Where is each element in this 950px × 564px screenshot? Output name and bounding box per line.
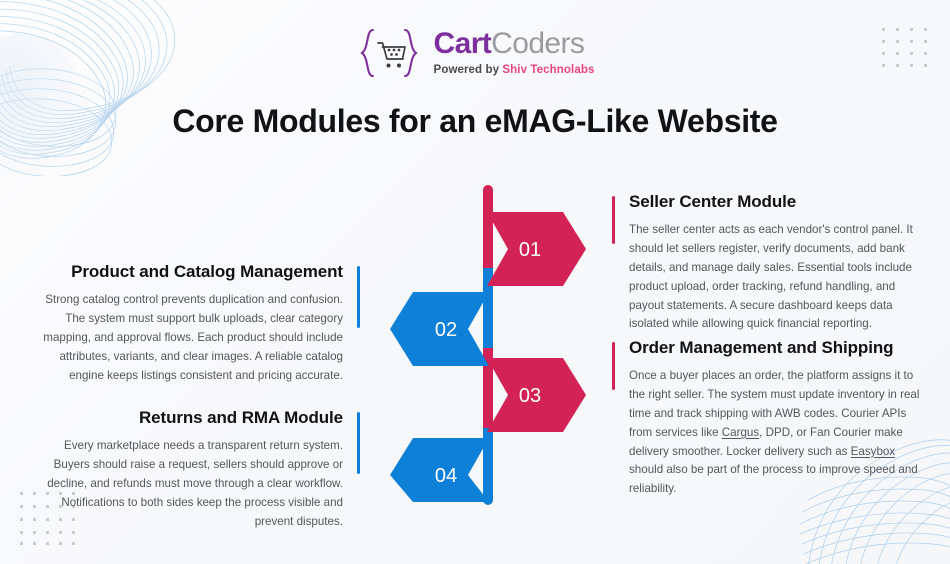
- brand-tagline: Powered by Shiv Technolabs: [434, 65, 595, 77]
- order-term-easybox: Easybox: [850, 444, 896, 458]
- brand-logo: CartCoders Powered by Shiv Technolabs: [0, 22, 950, 84]
- page-title: Core Modules for an eMAG-Like Website: [172, 103, 778, 139]
- module-heading-returns-rma: Returns and RMA Module: [139, 408, 343, 427]
- module-paragraph-seller-center: The seller center acts as each vendor's …: [629, 223, 913, 331]
- module-paragraph-returns-rma: Every marketplace needs a transparent re…: [47, 439, 343, 528]
- timeline-step-04: 04: [390, 438, 489, 502]
- timeline-step-01: 01: [487, 212, 586, 286]
- step-number-04: 04: [435, 465, 457, 487]
- order-text-middle: , DPD, or Fan Courier make delivery smoo…: [629, 425, 903, 458]
- timeline-spine: [483, 185, 493, 505]
- order-term-cargus: Cargus: [721, 425, 760, 439]
- tagline-brand: Shiv Technolabs: [502, 64, 595, 77]
- tagline-prefix: Powered by: [433, 64, 500, 77]
- accent-bar-crimson: [612, 196, 615, 244]
- brand-name-coders: Coders: [491, 27, 585, 61]
- brand-wordmark: CartCoders Powered by Shiv Technolabs: [434, 29, 595, 77]
- shopping-cart-icon: [359, 28, 418, 78]
- accent-bar-blue: [357, 412, 360, 474]
- order-text-after: should also be part of the process to im…: [629, 463, 918, 496]
- module-paragraph-order-management: Once a buyer places an order, the platfo…: [629, 367, 932, 498]
- step-number-02: 02: [435, 319, 457, 341]
- module-block-product-catalog: Product and Catalog Management Strong ca…: [38, 262, 360, 385]
- module-heading-seller-center: Seller Center Module: [629, 192, 797, 211]
- timeline-graphic: 01 02 03 04: [390, 185, 586, 505]
- order-text-before: Once a buyer places an order, the platfo…: [629, 369, 920, 439]
- brand-name-cart: Cart: [433, 27, 492, 61]
- module-paragraph-product-catalog: Strong catalog control prevents duplicat…: [43, 293, 343, 382]
- module-heading-product-catalog: Product and Catalog Management: [71, 262, 343, 281]
- accent-bar-crimson: [612, 342, 615, 390]
- module-heading-order-management: Order Management and Shipping: [629, 338, 894, 357]
- timeline-step-02: 02: [390, 292, 489, 366]
- module-block-seller-center: Seller Center Module The seller center a…: [612, 192, 932, 334]
- step-number-03: 03: [519, 385, 541, 407]
- module-block-order-management: Order Management and Shipping Once a buy…: [612, 338, 932, 499]
- brand-name: CartCoders: [434, 29, 585, 59]
- module-block-returns-rma: Returns and RMA Module Every marketplace…: [38, 408, 360, 531]
- step-number-01: 01: [519, 239, 541, 261]
- timeline-step-03: 03: [487, 358, 586, 432]
- accent-bar-blue: [357, 266, 360, 328]
